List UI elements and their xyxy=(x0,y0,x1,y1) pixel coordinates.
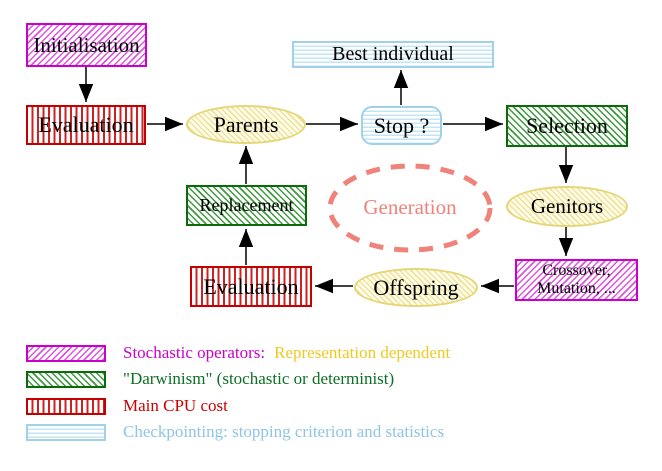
node-offspring: Offspring xyxy=(354,268,478,307)
legend-row-cpu-cost: Main CPU cost xyxy=(26,396,228,415)
node-stop-label: Stop ? xyxy=(373,112,430,138)
node-parents-label: Parents xyxy=(213,111,279,137)
node-crossover-mutation: Crossover, Mutation, ... xyxy=(515,259,638,301)
legend-row-darwinism: "Darwinism" (stochastic or determinist) xyxy=(26,369,395,388)
legend-text-representation-dependent: Representation dependent xyxy=(274,343,451,362)
node-evaluation-top: Evaluation xyxy=(26,105,146,145)
generation-label: Generation xyxy=(363,195,457,219)
legend-swatch-cyan-stripes xyxy=(26,423,106,441)
legend-swatch-green-hatch xyxy=(26,370,106,388)
node-replacement: Replacement xyxy=(186,185,307,226)
legend-text-checkpointing: Checkpointing: stopping criterion and st… xyxy=(123,422,445,441)
node-evaluation-bottom: Evaluation xyxy=(190,266,312,307)
node-genitors-label: Genitors xyxy=(530,194,604,218)
node-selection-label: Selection xyxy=(526,113,608,138)
legend-swatch-red-stripes xyxy=(26,397,106,415)
node-selection: Selection xyxy=(506,105,628,147)
legend-text-stochastic-operators: Stochastic operators: xyxy=(123,343,266,362)
node-best-individual: Best individual xyxy=(292,41,494,68)
legend-text-darwinism: "Darwinism" (stochastic or determinist) xyxy=(123,369,395,388)
legend-row-checkpointing: Checkpointing: stopping criterion and st… xyxy=(26,422,445,441)
node-parents: Parents xyxy=(186,105,306,144)
node-stop: Stop ? xyxy=(361,106,442,145)
node-initialisation: Initialisation xyxy=(26,23,147,67)
node-evaluation-bottom-label: Evaluation xyxy=(203,273,299,299)
legend-text-main-cpu-cost: Main CPU cost xyxy=(123,396,228,415)
legend-row-stochastic: Stochastic operators: Representation dep… xyxy=(26,343,451,362)
legend-swatch-magenta-hatch xyxy=(26,344,106,362)
node-offspring-label: Offspring xyxy=(373,274,459,300)
node-replacement-label: Replacement xyxy=(199,195,294,215)
node-best-individual-label: Best individual xyxy=(332,43,454,65)
node-genitors: Genitors xyxy=(506,186,628,227)
node-crossover-line2: Mutation, ... xyxy=(537,280,616,297)
node-crossover-line1: Crossover, xyxy=(542,261,611,279)
node-initialisation-label: Initialisation xyxy=(33,32,140,57)
node-evaluation-top-label: Evaluation xyxy=(38,112,134,137)
